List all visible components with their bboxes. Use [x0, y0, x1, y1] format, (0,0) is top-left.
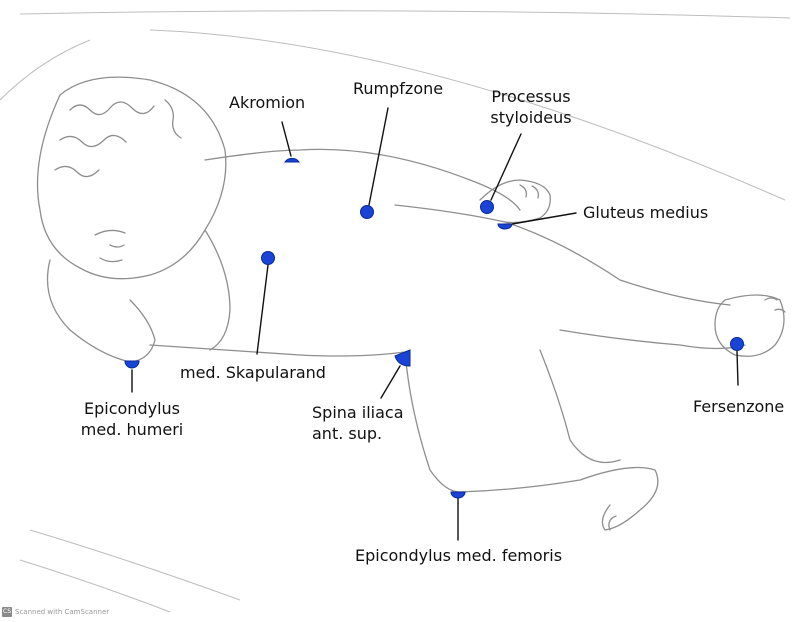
marker-epicondylus-humeri [124, 360, 140, 369]
leader-rumpfzone [368, 107, 389, 206]
scanner-watermark: CS Scanned with CamScanner [2, 607, 109, 617]
leader-spina [380, 365, 401, 399]
label-spina-iliaca: Spina iliaca ant. sup. [312, 402, 404, 444]
label-processus-line2: styloideus [490, 108, 572, 127]
label-epicondylus-humeri: Epicondylus med. humeri [62, 398, 202, 440]
landmark-markers [124, 157, 744, 499]
leader-processus [490, 133, 522, 201]
label-spina-line2: ant. sup. [312, 424, 383, 443]
camscanner-logo-icon: CS [2, 607, 12, 617]
label-fersenzone: Fersenzone [693, 397, 785, 416]
label-epicondylus-humeri-line2: med. humeri [80, 420, 184, 439]
marker-skapularand [261, 251, 275, 265]
label-akromion: Akromion [229, 93, 306, 112]
label-gluteus-medius: Gluteus medius [583, 203, 709, 222]
leader-skapularand [256, 264, 269, 355]
marker-rumpfzone [360, 205, 374, 219]
label-processus-styloideus: Processus styloideus [483, 86, 579, 128]
label-rumpfzone: Rumpfzone [353, 79, 444, 98]
marker-akromion [284, 157, 300, 163]
label-epicondylus-femoris: Epicondylus med. femoris [355, 546, 563, 565]
marker-gluteus-medius [497, 223, 513, 230]
label-spina-line1: Spina iliaca [312, 403, 404, 422]
marker-spina-iliaca [394, 349, 411, 367]
leader-fersenzone [736, 350, 739, 386]
body-outline [36, 76, 786, 531]
leader-gluteus [511, 212, 577, 225]
marker-epicondylus-femoris [450, 491, 466, 499]
leader-lines [131, 107, 739, 541]
marker-fersenzone [730, 337, 744, 351]
marker-processus-styloideus [480, 200, 494, 214]
watermark-text: Scanned with CamScanner [15, 608, 110, 616]
label-processus-line1: Processus [491, 87, 571, 106]
background-sketch-lines [0, 10, 791, 613]
label-med-skapularand: med. Skapularand [180, 363, 326, 382]
leader-akromion [281, 121, 292, 157]
label-epicondylus-humeri-line1: Epicondylus [84, 399, 180, 418]
